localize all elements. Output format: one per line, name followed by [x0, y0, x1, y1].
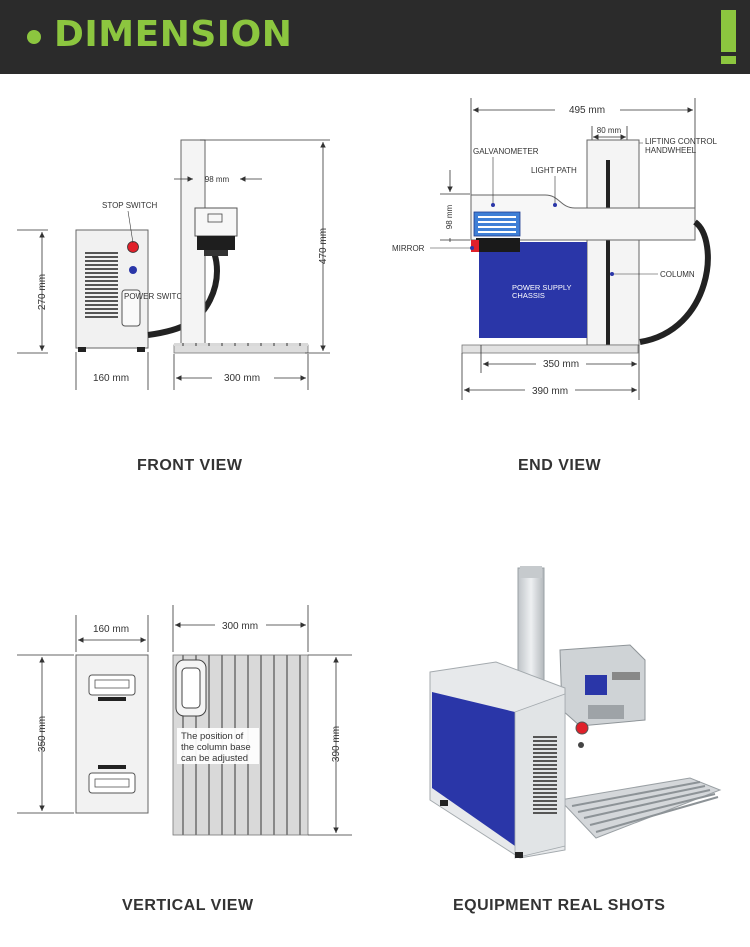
- vertical-dim-160: 160 mm: [93, 624, 129, 635]
- page-title: DIMENSION: [54, 14, 293, 55]
- front-dim-270: 270 mm: [37, 274, 48, 310]
- galvanometer-label: GALVANOMETER: [473, 147, 539, 156]
- mirror-label: MIRROR: [392, 244, 425, 253]
- power-supply-label-2: CHASSIS: [512, 291, 545, 300]
- front-view-drawing: 270 mm STOP SWITCH POWER SWITCH 160 mm 9…: [17, 139, 330, 390]
- equipment-photo: [429, 566, 722, 859]
- caption-real-shots: EQUIPMENT REAL SHOTS: [453, 897, 666, 914]
- light-path-label: LIGHT PATH: [531, 166, 577, 175]
- end-dim-80: 80 mm: [597, 126, 622, 135]
- end-dim-98: 98 mm: [445, 204, 454, 229]
- vertical-view-drawing: 160 mm 350 mm The position of the column…: [17, 605, 352, 836]
- caption-vertical-view: VERTICAL VIEW: [122, 897, 254, 914]
- vertical-dim-350: 350 mm: [37, 716, 48, 752]
- bullet-dot-icon: [27, 30, 41, 44]
- lifting-label-2: HANDWHEEL: [645, 146, 697, 155]
- column-note-3: can be adjusted: [181, 753, 248, 764]
- power-switch-label: POWER SWITCH: [124, 292, 188, 301]
- front-dim-160: 160 mm: [93, 373, 129, 384]
- end-dim-390: 390 mm: [532, 386, 568, 397]
- end-dim-350: 350 mm: [543, 359, 579, 370]
- exclamation-dot-icon: [721, 56, 736, 64]
- caption-end-view: END VIEW: [518, 457, 602, 474]
- column-label: COLUMN: [660, 270, 695, 279]
- front-dim-98: 98 mm: [205, 175, 230, 184]
- header-bar: DIMENSION: [0, 0, 750, 74]
- vertical-dim-390: 390 mm: [331, 726, 342, 762]
- caption-front-view: FRONT VIEW: [137, 457, 243, 474]
- column-note-1: The position of: [181, 731, 244, 742]
- front-dim-300: 300 mm: [224, 373, 260, 384]
- vertical-dim-300: 300 mm: [222, 621, 258, 632]
- power-supply-label-1: POWER SUPPLY: [512, 283, 571, 292]
- stop-switch-label: STOP SWITCH: [102, 201, 157, 210]
- end-dim-495: 495 mm: [569, 105, 605, 116]
- end-view-drawing: 495 mm 80 mm LIFTING CONTROL HANDWHEEL P…: [392, 98, 718, 400]
- exclamation-icon: [721, 10, 736, 52]
- column-note-2: the column base: [181, 742, 251, 753]
- front-dim-470: 470 mm: [318, 228, 329, 264]
- lifting-label-1: LIFTING CONTROL: [645, 137, 718, 146]
